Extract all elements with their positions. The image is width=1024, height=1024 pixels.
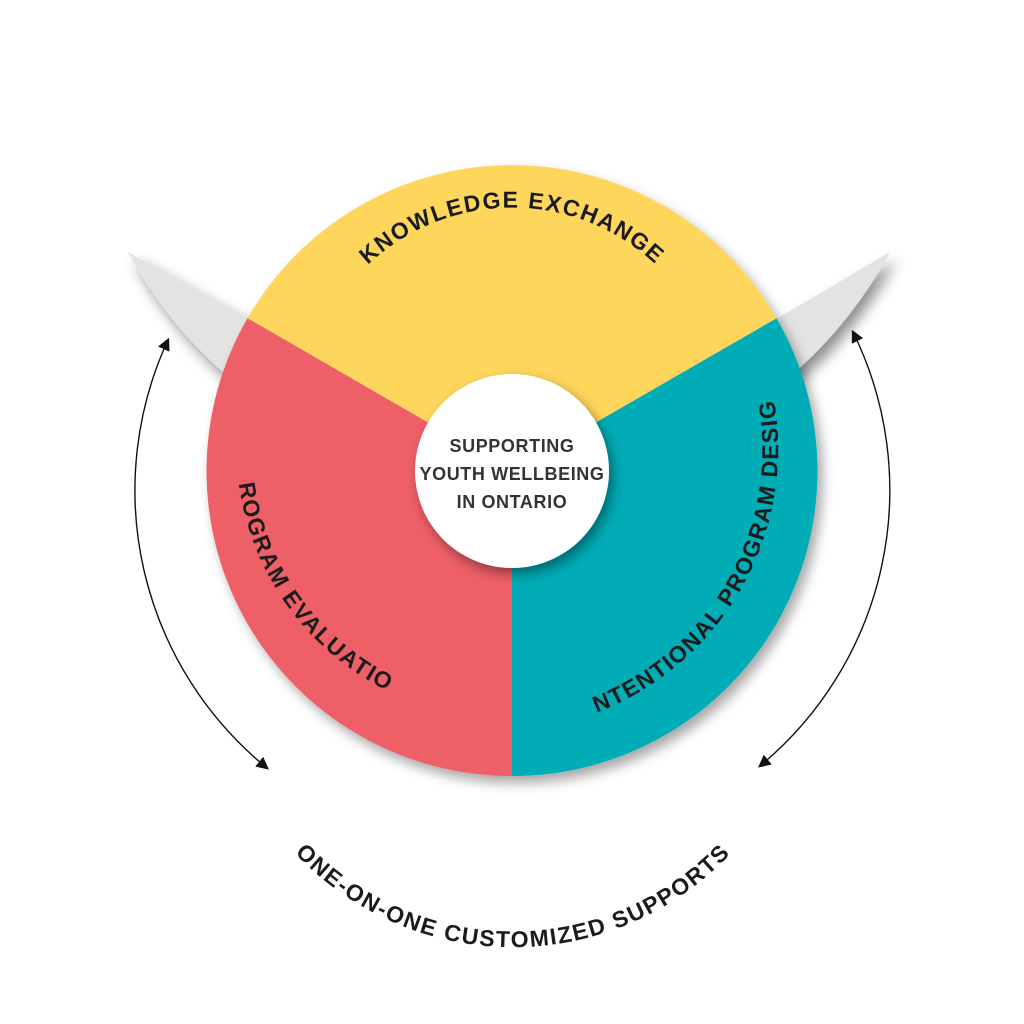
right-double-arrow bbox=[758, 329, 891, 768]
center-line-2: YOUTH WELLBEING bbox=[420, 464, 605, 484]
center-hub bbox=[415, 374, 609, 568]
center-line-3: IN ONTARIO bbox=[457, 492, 568, 512]
one-on-one-supports-label: ONE-ON-ONE CUSTOMIZED SUPPORTS bbox=[291, 838, 733, 952]
left-double-arrow bbox=[134, 337, 269, 770]
ring-label: ONE-ON-ONE CUSTOMIZED SUPPORTS bbox=[291, 838, 735, 952]
segment-knowledge-exchange bbox=[247, 165, 777, 471]
pie-wheel bbox=[206, 165, 818, 777]
center-label: SUPPORTING YOUTH WELLBEING IN ONTARIO bbox=[420, 436, 605, 512]
center-line-1: SUPPORTING bbox=[449, 436, 574, 456]
